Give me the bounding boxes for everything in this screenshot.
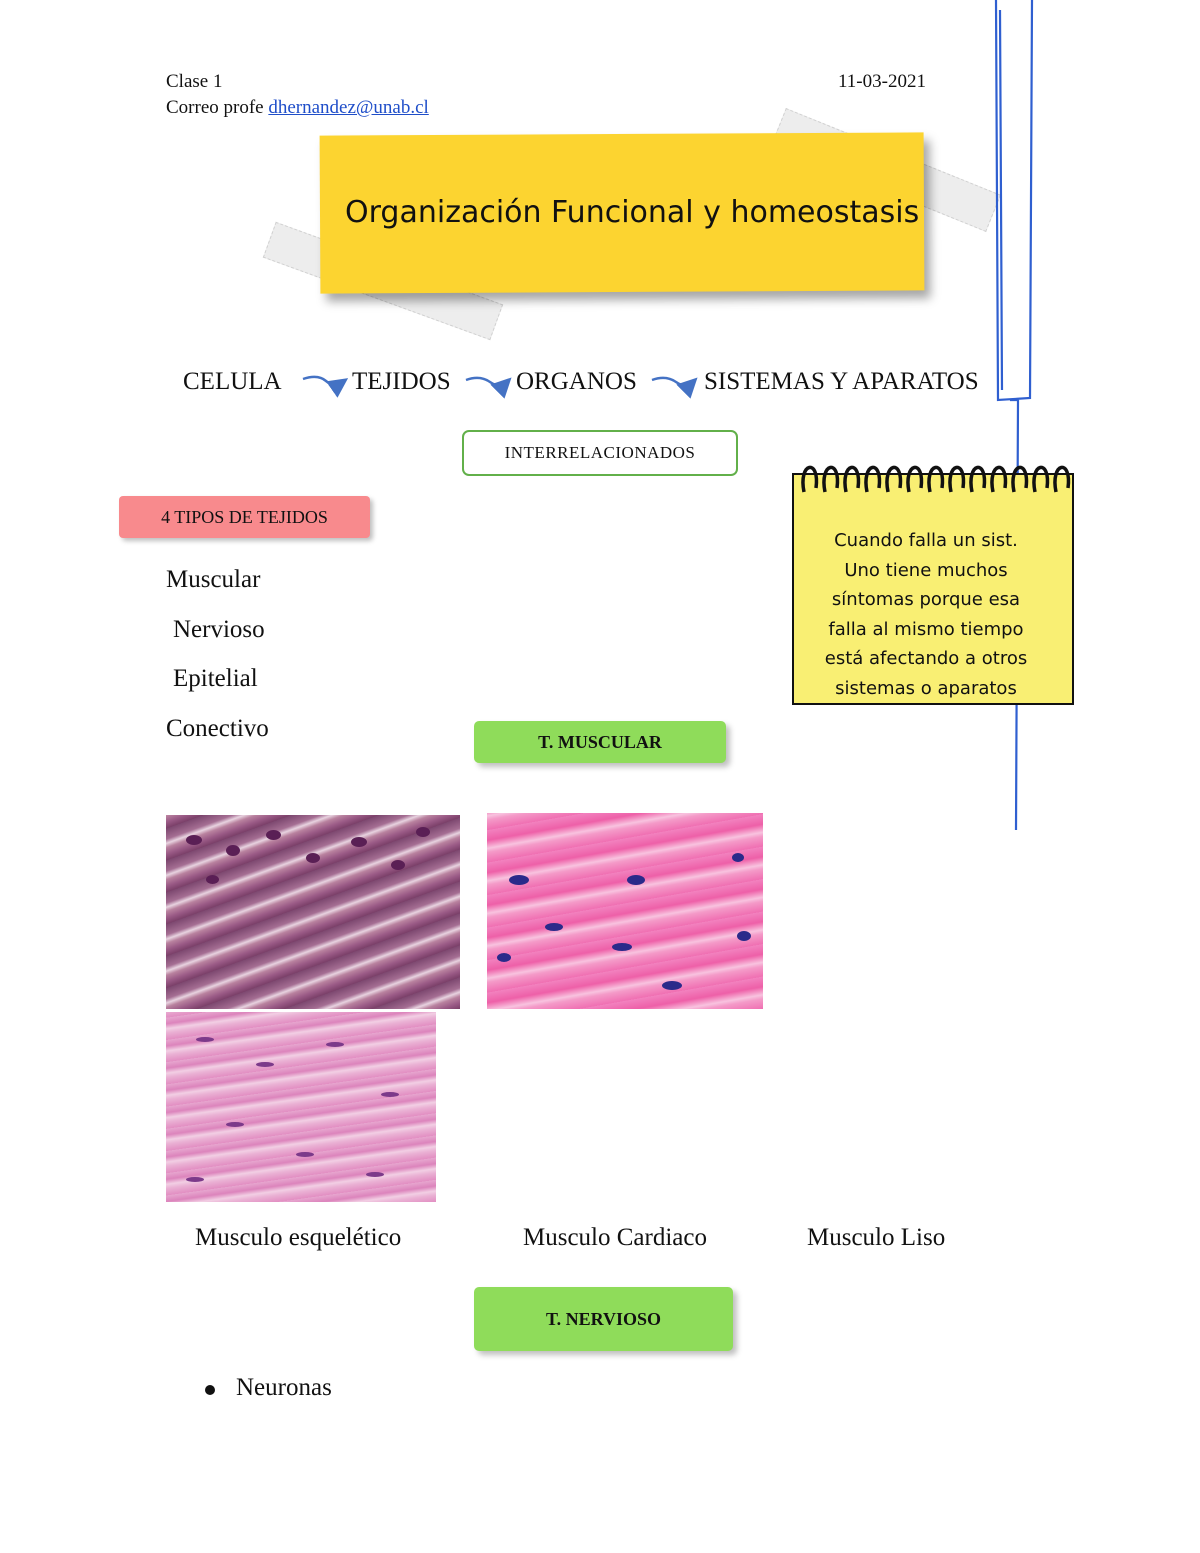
class-label: Clase 1 xyxy=(166,71,223,92)
flow-step-tejidos: TEJIDOS xyxy=(352,368,451,395)
note-line: Uno tiene muchos xyxy=(844,559,1008,581)
flow-step-celula: CELULA xyxy=(183,368,282,395)
note-line: falla al mismo tiempo xyxy=(828,618,1024,640)
date-label: 11-03-2021 xyxy=(838,71,926,92)
skeletal-muscle-image xyxy=(166,815,460,1009)
tissue-types-heading: 4 TIPOS DE TEJIDOS xyxy=(119,496,370,538)
flow-step-organos: ORGANOS xyxy=(516,368,637,395)
email-link[interactable]: dhernandez@unab.cl xyxy=(268,97,429,118)
caption-cardiac: Musculo Cardiaco xyxy=(523,1224,707,1251)
tissue-item-epitelial: Epitelial xyxy=(173,665,258,692)
tissue-item-muscular: Muscular xyxy=(166,566,261,593)
flow-arrow-icon xyxy=(302,375,349,398)
note-line: Cuando falla un sist. xyxy=(834,530,1018,551)
flow-arrow-icon xyxy=(651,376,698,399)
note-line: síntomas porque esa xyxy=(831,589,1021,610)
sticky-note xyxy=(792,473,1074,705)
tissue-item-conectivo: Conectivo xyxy=(166,715,269,742)
nerve-section-heading: T. NERVIOSO xyxy=(474,1287,733,1351)
tissue-item-nervioso: Nervioso xyxy=(173,616,265,643)
note-line: está afectando a otros xyxy=(824,648,1028,669)
page-title: Organización Funcional y homeostasis xyxy=(345,195,920,230)
email-label: Correo profe xyxy=(166,97,264,118)
spiral-binding-icon xyxy=(801,465,1071,493)
caption-skeletal: Musculo esquelético xyxy=(195,1224,402,1251)
note-line: sistemas o aparatos xyxy=(835,677,1017,699)
cardiac-muscle-image xyxy=(487,813,763,1009)
bullet-neuronas: Neuronas xyxy=(236,1374,332,1401)
flow-arrow-icon xyxy=(465,376,512,399)
muscle-section-heading: T. MUSCULAR xyxy=(474,721,726,763)
note-text: Cuando falla un sist. Uno tiene muchos s… xyxy=(808,526,1044,703)
caption-smooth: Musculo Liso xyxy=(807,1224,946,1251)
bullet-icon xyxy=(205,1385,215,1395)
flow-step-sistemas: SISTEMAS Y APARATOS xyxy=(704,368,979,395)
annotation-stroke xyxy=(994,0,1034,831)
smooth-muscle-image xyxy=(166,1012,436,1202)
email-line: Correo profe dhernandez@unab.cl xyxy=(166,97,429,119)
interrelated-label: INTERRELACIONADOS xyxy=(462,430,738,476)
